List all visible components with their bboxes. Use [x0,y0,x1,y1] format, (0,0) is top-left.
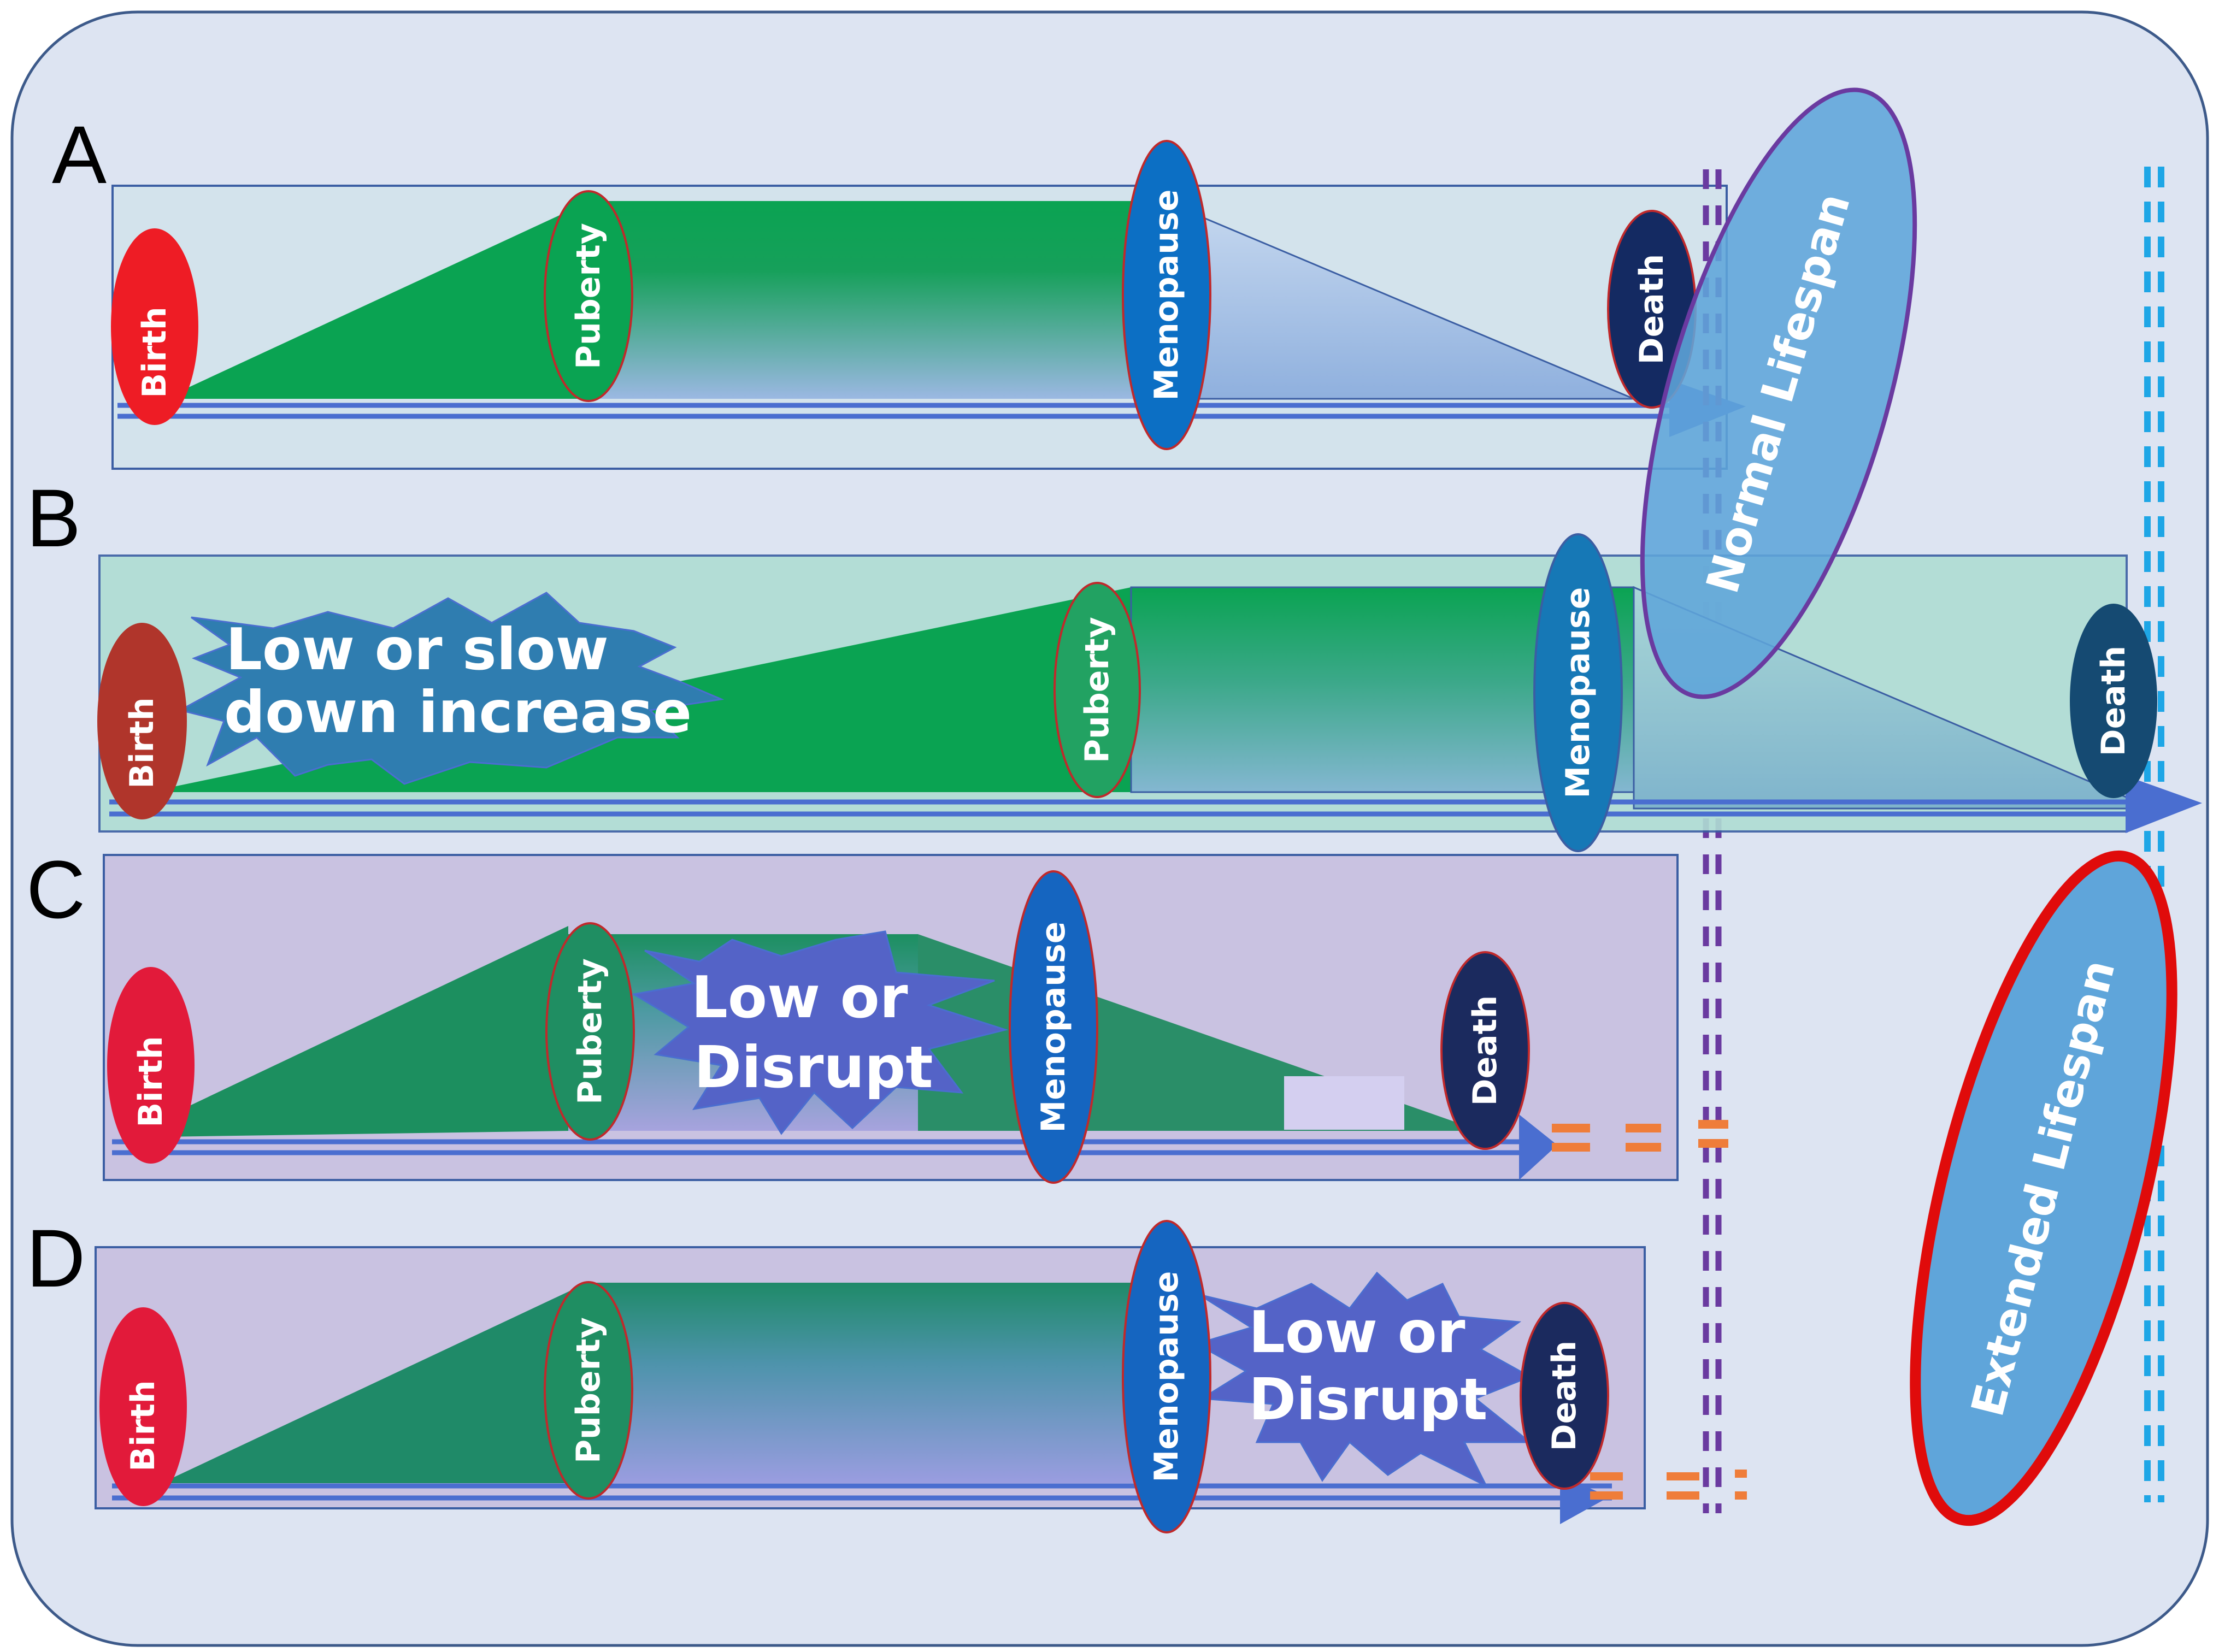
panel-c-menopause-oval [1009,870,1098,1184]
panel-c-birth-label: Birth [132,1036,170,1127]
panel-d-plateau [587,1283,1169,1483]
extended-lifespan-oval [1910,850,2177,1526]
panel-a-letter: A [52,109,107,200]
panel-a-rise [164,201,590,399]
panel-c-death-label: Death [1466,995,1504,1106]
panel-d-menopause-label: Menopause [1147,1271,1186,1483]
panel-c-menopause-label: Menopause [1034,922,1073,1133]
panel-d-note-line1: Low or [1249,1299,1465,1366]
panel-d-menopause-oval [1122,1220,1211,1533]
panel-d-orange-dashes [1590,1470,1747,1500]
panel-b-puberty-label: Puberty [1078,617,1116,763]
panel-d-death-label: Death [1545,1341,1584,1451]
panel-d-death-oval [1520,1302,1609,1490]
panel-c: C Low or Disrupt Birth Puberty Menopause… [26,843,1728,1184]
panel-c-starburst [631,930,1009,1135]
panel-a: A Birth Puberty Menopause Death [52,109,1746,470]
panel-b-birth-oval [97,623,187,819]
panel-c-note-line1: Low or [691,964,908,1031]
panel-d-puberty-label: Puberty [569,1317,608,1464]
panel-d-birth-label: Birth [124,1380,162,1471]
panel-b-menopause-oval [1533,533,1623,852]
panel-b-letter: B [26,472,81,564]
extended-lifespan-marker [2144,167,2164,1502]
panel-d: D Low or Disrupt Birth Puberty Menopause… [26,1212,1747,1533]
panel-d-birth-oval [99,1307,187,1506]
panel-a-birth-oval [111,228,198,425]
panel-a-birth-label: Birth [136,306,174,398]
panel-c-arrowhead [1519,1114,1557,1180]
panel-d-letter: D [26,1212,85,1304]
panel-a-puberty-label: Puberty [569,223,608,369]
panel-c-notch [1284,1076,1404,1130]
panel-b-death-label: Death [2094,646,2133,756]
panel-c-puberty-label: Puberty [571,958,609,1105]
panel-b-starburst [178,592,725,785]
panel-b-puberty-oval [1053,582,1141,798]
panel-c-orange-dashes [1552,1120,1728,1152]
panel-b-birth-label: Birth [123,697,161,788]
panel-a-menopause-label: Menopause [1147,190,1186,401]
panel-c-note-line2: Disrupt [694,1034,933,1101]
panel-d-note-line2: Disrupt [1249,1366,1488,1433]
panel-d-rise [161,1283,587,1483]
panel-c-letter: C [26,843,85,935]
panel-b-arrowhead [2126,776,2202,833]
panel-a-puberty-oval [544,190,633,402]
panel-a-plateau [590,201,1164,399]
panel-c-rise [123,926,568,1137]
panel-c-puberty-oval [545,922,635,1141]
panel-c-death-oval [1440,951,1530,1150]
normal-lifespan-oval [1640,87,1917,699]
panel-d-starburst [1194,1271,1533,1488]
panel-b-menopause-label: Menopause [1559,587,1597,799]
panel-d-puberty-oval [544,1281,633,1500]
panel-a-death-label: Death [1633,254,1671,364]
panel-b-death-oval [2070,604,2157,798]
extended-lifespan: Extended Lifespan [1910,850,2177,1526]
panel-c-birth-oval [107,967,195,1164]
panel-b-note-line2: down increase [224,679,692,746]
normal-lifespan: Normal Lifespan [1640,87,1917,699]
panel-a-menopause-oval [1122,140,1211,450]
panel-b-note-line1: Low or slow [226,616,609,683]
